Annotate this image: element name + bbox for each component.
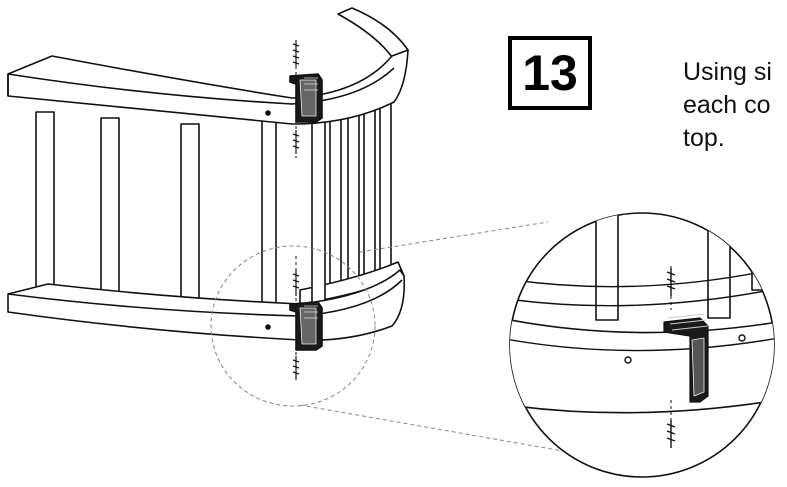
post [751,213,774,291]
screw-icon [292,356,300,380]
instruction-text: Using si each co top. [683,56,787,155]
top-rail-edge [7,67,395,105]
instruction-line: each co [683,91,771,119]
zoomed-detail [509,212,775,478]
post [35,111,55,313]
pilot-hole [265,324,271,330]
screw-icon [666,420,676,448]
bottom-rail-edge [7,279,403,317]
screw-icon [292,130,300,154]
pilot-hole [624,356,632,364]
instruction-line: top. [683,124,725,152]
clamp-bracket-icon [289,73,323,123]
detail-callout [210,221,581,455]
pilot-hole [738,334,746,342]
post [707,213,731,319]
post [595,213,619,321]
post [311,111,326,319]
curved-rail-assembly [7,7,409,382]
screw-icon [666,268,676,296]
leader-line [359,221,549,253]
top-rail [7,7,409,125]
rail [510,317,774,414]
top-rail-end-face [337,7,409,61]
clamp-bracket-icon [289,301,323,351]
step-number-box: 13 [508,36,592,110]
screw-icon [292,40,300,66]
step-number: 13 [522,45,578,101]
post [261,115,277,325]
clamp-bracket-icon [663,313,709,403]
callout-ellipse [210,245,376,407]
pilot-hole [265,110,271,116]
front-posts [35,111,326,329]
post [347,103,360,293]
leader-line [299,404,581,455]
post [363,95,376,283]
top-rail-body [7,49,409,125]
post [329,111,342,303]
post [379,87,392,279]
instruction-line: Using si [683,58,772,86]
